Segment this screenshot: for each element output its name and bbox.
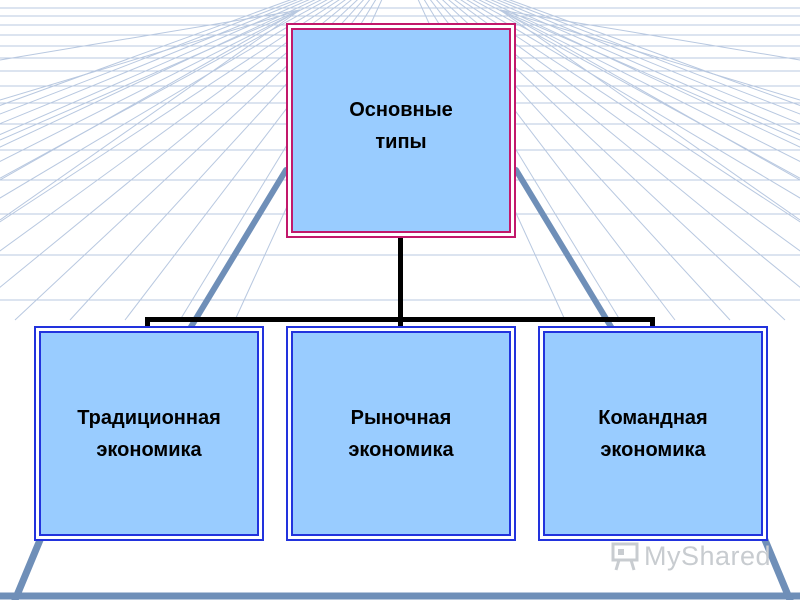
root-node-label: Основные типы [349, 98, 453, 153]
grid-radial-line [0, 0, 346, 252]
grid-edge-line [499, 9, 800, 221]
grid-radial-line [448, 0, 800, 288]
grid-radial-line [0, 0, 352, 288]
grid-edge-line [499, 9, 800, 101]
rail-right-upper [513, 167, 625, 348]
grid-edge-line [499, 9, 800, 141]
connector-tick-right [650, 317, 655, 328]
grid-radial-line [124, 0, 371, 321]
grid-radial-line [502, 0, 800, 115]
child-node-command-economy: Командная экономика [538, 326, 768, 541]
child-node-label: Традиционная экономика [77, 406, 221, 461]
grid-edge-line [0, 9, 301, 101]
connector-tick-left [145, 317, 150, 328]
grid-edge-line [0, 9, 301, 181]
rail-left-upper [177, 167, 289, 348]
grid-radial-line [0, 0, 334, 199]
grid-radial-line [508, 0, 800, 106]
grid-radial-line [442, 0, 786, 321]
rail-left-lower [11, 536, 44, 600]
grid-radial-line [0, 0, 340, 223]
grid-radial-line [429, 0, 676, 321]
grid-radial-line [478, 0, 800, 162]
grid-radial-line [435, 0, 731, 321]
watermark-text: MyShared [644, 540, 772, 571]
grid-radial-line [0, 0, 310, 136]
child-node-label: Командная экономика [598, 406, 708, 461]
connector-tick-middle [398, 317, 403, 328]
root-node-main-types: Основные типы [286, 23, 516, 238]
child-node-label: Рыночная экономика [348, 406, 454, 461]
grid-radial-line [490, 0, 800, 136]
rail-right-lower [761, 536, 794, 600]
grid-radial-line [0, 0, 292, 106]
presentation-board-icon [611, 542, 639, 571]
grid-radial-line [0, 0, 298, 115]
grid-radial-line [454, 0, 800, 252]
connector-vertical [398, 238, 403, 320]
grid-radial-line [14, 0, 358, 321]
grid-radial-line [460, 0, 800, 223]
grid-radial-line [0, 0, 304, 125]
grid-edge-line [499, 9, 800, 181]
grid-radial-line [0, 0, 322, 162]
grid-radial-line [466, 0, 800, 199]
grid-radial-line [484, 0, 800, 148]
grid-edge-line [0, 9, 301, 61]
grid-edge-line [0, 9, 301, 141]
child-node-traditional-economy: Традиционная экономика [34, 326, 264, 541]
child-node-market-economy: Рыночная экономика [286, 326, 516, 541]
grid-radial-line [496, 0, 800, 125]
grid-radial-line [69, 0, 365, 321]
grid-edge-line [0, 9, 301, 221]
watermark: MyShared [610, 540, 790, 572]
grid-radial-line [0, 0, 316, 148]
grid-edge-line [499, 9, 800, 61]
